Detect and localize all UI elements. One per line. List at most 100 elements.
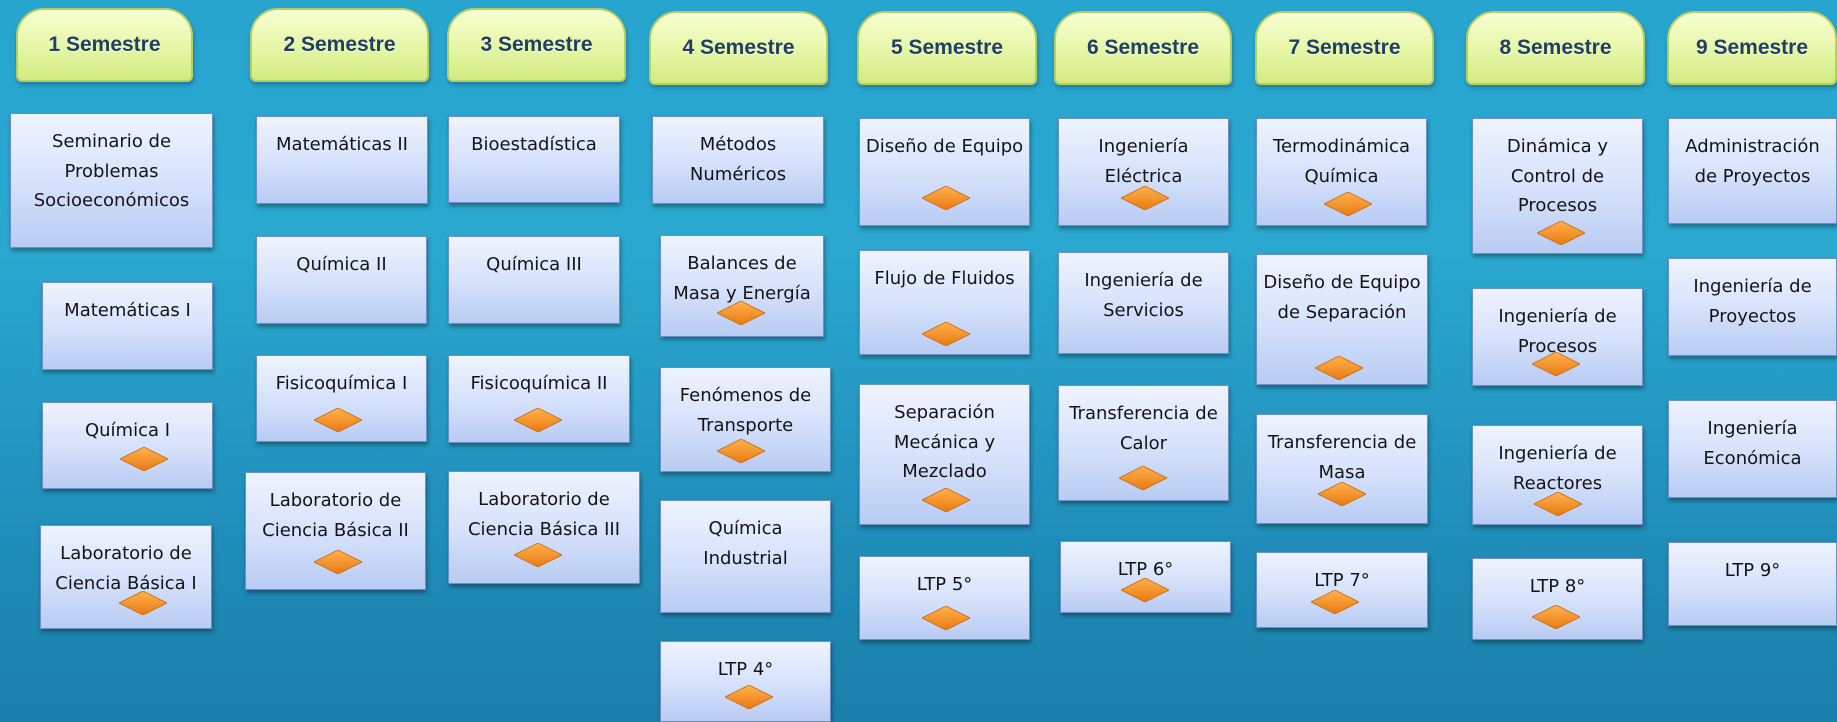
course-label: Ingeniería de Procesos xyxy=(1498,306,1617,357)
course-label: Métodos Numéricos xyxy=(689,134,787,185)
course-label: Flujo de Fluidos xyxy=(874,268,1015,289)
course-box: Transferencia de Calor xyxy=(1058,385,1229,501)
semester-header-6: 6 Semestre xyxy=(1054,11,1232,85)
diamond-marker-icon xyxy=(1311,590,1359,614)
diamond-marker-icon xyxy=(1324,192,1372,216)
course-label: Fenómenos de Transporte xyxy=(679,385,812,436)
course-label: Laboratorio de Ciencia Básica III xyxy=(467,489,621,540)
semester-header-5: 5 Semestre xyxy=(857,11,1037,85)
diamond-marker-icon xyxy=(922,322,970,346)
diamond-marker-icon xyxy=(725,685,773,709)
diamond-marker-icon xyxy=(119,591,167,615)
diamond-marker-icon xyxy=(514,543,562,567)
course-label: Matemáticas II xyxy=(276,134,408,155)
course-label: Dinámica y Control de Procesos xyxy=(1506,136,1609,216)
course-box: Química Industrial xyxy=(660,500,831,613)
course-box: Ingeniería Económica xyxy=(1668,400,1837,498)
course-label: Química Industrial xyxy=(703,518,788,569)
course-label: LTP 7° xyxy=(1314,570,1370,591)
course-box: Matemáticas II xyxy=(256,116,428,204)
semester-header-4: 4 Semestre xyxy=(649,11,828,85)
course-box: Matemáticas I xyxy=(42,282,213,370)
course-label: Ingeniería Económica xyxy=(1703,418,1802,469)
course-box: Ingeniería de Reactores xyxy=(1472,425,1643,525)
course-box: Química III xyxy=(448,236,620,324)
course-box: LTP 4° xyxy=(660,641,831,722)
diamond-marker-icon xyxy=(1121,578,1169,602)
course-box: Administración de Proyectos xyxy=(1668,118,1837,224)
course-label: Química III xyxy=(486,254,582,275)
semester-label: 9 Semestre xyxy=(1695,36,1809,59)
course-box: Fisicoquímica I xyxy=(256,355,427,442)
course-box: Química II xyxy=(256,236,427,324)
course-label: Diseño de Equipo de Separación xyxy=(1263,272,1421,323)
course-box: LTP 7° xyxy=(1256,552,1428,628)
course-box: Ingeniería de Proyectos xyxy=(1668,258,1837,356)
semester-label: 4 Semestre xyxy=(682,36,795,59)
diamond-marker-icon xyxy=(120,447,168,471)
course-box: LTP 5° xyxy=(859,556,1030,640)
course-label: Administración de Proyectos xyxy=(1685,136,1820,187)
course-label: LTP 6° xyxy=(1117,559,1174,580)
course-label: Balances de Masa y Energía xyxy=(673,253,811,304)
semester-header-9: 9 Semestre xyxy=(1667,11,1837,85)
diamond-marker-icon xyxy=(1532,352,1580,376)
course-label: Seminario de Problemas Socioeconómicos xyxy=(33,131,190,211)
diamond-marker-icon xyxy=(922,488,970,512)
semester-header-1: 1 Semestre xyxy=(16,8,193,82)
diamond-marker-icon xyxy=(717,301,765,325)
course-box: Métodos Numéricos xyxy=(652,116,824,204)
diamond-marker-icon xyxy=(1537,221,1585,245)
course-label: Ingeniería de Reactores xyxy=(1498,443,1617,494)
course-label: Ingeniería Eléctrica xyxy=(1098,136,1189,187)
course-label: Matemáticas I xyxy=(64,300,191,321)
course-label: Diseño de Equipo xyxy=(865,136,1024,157)
diamond-marker-icon xyxy=(1532,605,1580,629)
course-box: Ingeniería de Servicios xyxy=(1058,252,1229,354)
course-box: Laboratorio de Ciencia Básica III xyxy=(448,471,640,584)
course-box: LTP 6° xyxy=(1060,541,1231,613)
course-box: Bioestadística xyxy=(448,116,620,203)
semester-header-7: 7 Semestre xyxy=(1255,11,1434,85)
course-label: LTP 4° xyxy=(717,659,774,680)
course-label: Laboratorio de Ciencia Básica II xyxy=(262,490,409,541)
course-label: Termodinámica Química xyxy=(1273,136,1410,187)
course-label: Laboratorio de Ciencia Básica I xyxy=(55,543,197,594)
course-box: Seminario de Problemas Socioeconómicos xyxy=(10,113,213,248)
semester-label: 2 Semestre xyxy=(283,33,396,56)
course-box: Laboratorio de Ciencia Básica I xyxy=(40,525,212,629)
course-box: LTP 9° xyxy=(1668,542,1837,626)
course-label: Fisicoquímica I xyxy=(275,373,408,394)
course-box: Transferencia de Masa xyxy=(1256,414,1428,524)
diamond-marker-icon xyxy=(514,408,562,432)
course-label: Química II xyxy=(296,254,387,275)
course-label: Química I xyxy=(84,420,171,441)
course-label: Separación Mecánica y Mezclado xyxy=(893,402,996,482)
semester-label: 7 Semestre xyxy=(1288,36,1401,59)
semester-label: 6 Semestre xyxy=(1086,36,1200,59)
diamond-marker-icon xyxy=(1318,482,1366,506)
course-label: LTP 8° xyxy=(1529,576,1586,597)
course-label: LTP 9° xyxy=(1724,560,1781,581)
semester-label: 1 Semestre xyxy=(48,33,161,56)
diamond-marker-icon xyxy=(1315,356,1363,380)
course-label: Ingeniería de Servicios xyxy=(1084,270,1203,321)
course-label: Ingeniería de Proyectos xyxy=(1693,276,1812,327)
semester-label: 5 Semestre xyxy=(890,36,1004,59)
diamond-marker-icon xyxy=(1119,466,1167,490)
diamond-marker-icon xyxy=(314,550,362,574)
course-label: Transferencia de Calor xyxy=(1069,403,1218,454)
diamond-marker-icon xyxy=(314,408,362,432)
semester-label: 8 Semestre xyxy=(1499,36,1612,59)
semester-header-2: 2 Semestre xyxy=(250,8,429,82)
course-label: Transferencia de Masa xyxy=(1267,432,1417,483)
course-label: LTP 5° xyxy=(916,574,973,595)
diamond-marker-icon xyxy=(922,186,970,210)
semester-header-8: 8 Semestre xyxy=(1466,11,1645,85)
course-box: Química I xyxy=(42,402,213,489)
diamond-marker-icon xyxy=(717,439,765,463)
semester-label: 3 Semestre xyxy=(480,33,593,56)
diamond-marker-icon xyxy=(1534,492,1582,516)
course-label: Bioestadística xyxy=(471,134,597,155)
